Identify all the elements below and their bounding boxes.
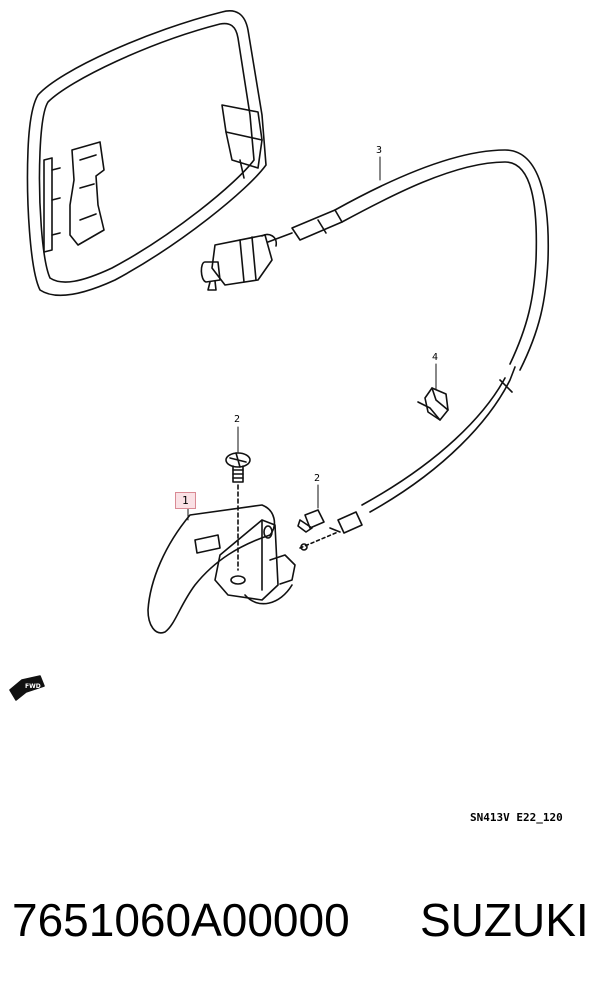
fwd-arrow-icon: FWD (9, 675, 45, 701)
fuel-lid (26, 10, 267, 297)
fwd-label: FWD (25, 683, 41, 690)
diagram-reference-code: SN413V E22_120 (470, 811, 563, 824)
callout-1-highlighted[interactable]: 1 (175, 492, 196, 509)
opener-lever (147, 504, 296, 634)
callout-2-upper: 2 (234, 414, 241, 425)
cable-end (299, 511, 363, 551)
lid-lock (200, 233, 278, 291)
opener-cable (267, 149, 550, 513)
screw-upper (225, 452, 251, 571)
callout-4: 4 (432, 352, 439, 363)
callout-2-right: 2 (314, 473, 321, 484)
callout-3: 3 (376, 145, 383, 156)
brand-name: SUZUKI (420, 894, 589, 946)
part-number: 7651060A00000 (12, 894, 350, 946)
parts-diagram: FWD (9, 10, 550, 701)
leader-lines (187, 156, 437, 521)
cable-clip (417, 387, 449, 421)
screw-right (297, 509, 325, 533)
